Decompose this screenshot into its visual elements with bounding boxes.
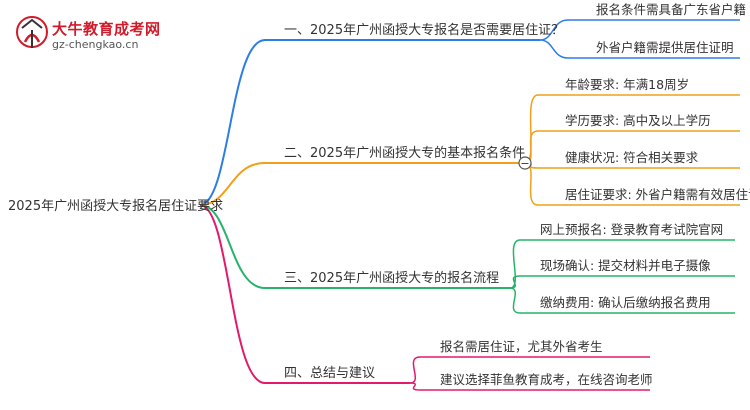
branch-1-child-1-connector bbox=[539, 19, 569, 41]
branch-3-child-1-connector bbox=[509, 239, 521, 289]
site-logo[interactable]: 大牛教育成考网 gz-chengkao.cn bbox=[14, 14, 164, 58]
logo-url: gz-chengkao.cn bbox=[52, 38, 139, 51]
collapse-toggle-icon bbox=[518, 156, 532, 170]
branch-3-child-3-label[interactable]: 缴纳费用: 确认后缴纳报名费用 bbox=[540, 295, 711, 310]
branch-4-child-2-connector bbox=[409, 382, 421, 391]
branch-2-label[interactable]: 二、2025年广州函授大专的基本报名条件 bbox=[284, 145, 525, 161]
branch-2-child-4-label[interactable]: 居住证要求: 外省户籍需有效居住证 bbox=[565, 187, 750, 202]
collapse-symbol: − bbox=[520, 157, 529, 170]
branch-1-connector bbox=[199, 39, 266, 206]
branch-2-child-1-label[interactable]: 年龄要求: 年满18周岁 bbox=[565, 77, 689, 92]
branch-4-label[interactable]: 四、总结与建议 bbox=[284, 366, 375, 381]
branch-4-child-1-connector bbox=[409, 356, 421, 384]
branch-2-connector bbox=[199, 162, 266, 206]
branch-4-child-2-label[interactable]: 建议选择菲鱼教育成考，在线咨询老师 bbox=[440, 372, 653, 387]
branch-2-child-3-label[interactable]: 健康状况: 符合相关要求 bbox=[565, 150, 699, 165]
branch-3-child-1-label[interactable]: 网上预报名: 登录教育考试院官网 bbox=[540, 222, 723, 237]
branch-4-connector bbox=[199, 204, 266, 384]
logo-mark-icon bbox=[16, 16, 48, 48]
branch-1-label[interactable]: 一、2025年广州函授大专报名是否需要居住证？ bbox=[284, 22, 564, 38]
collapse-toggle-button[interactable]: − bbox=[518, 156, 532, 170]
root-node: 2025年广州函授大专报名居住证要求 bbox=[8, 198, 223, 214]
logo-title: 大牛教育成考网 bbox=[52, 20, 161, 38]
branch-1-child-1-label[interactable]: 报名条件需具备广东省户籍 bbox=[596, 2, 746, 17]
branch-3-child-3-connector bbox=[509, 287, 521, 314]
branch-3-label[interactable]: 三、2025年广州函授大专的报名流程 bbox=[284, 270, 499, 286]
branch-2-child-2-label[interactable]: 学历要求: 高中及以上学历 bbox=[565, 113, 711, 128]
branch-3-connector bbox=[199, 204, 266, 289]
branch-4-child-1-label[interactable]: 报名需居住证，尤其外省考生 bbox=[440, 339, 603, 354]
branch-1-child-2-label[interactable]: 外省户籍需提供居住证明 bbox=[596, 40, 734, 55]
branch-1-child-2-connector bbox=[539, 39, 569, 59]
branch-3-child-2-label[interactable]: 现场确认: 提交材料并电子摄像 bbox=[540, 258, 711, 273]
